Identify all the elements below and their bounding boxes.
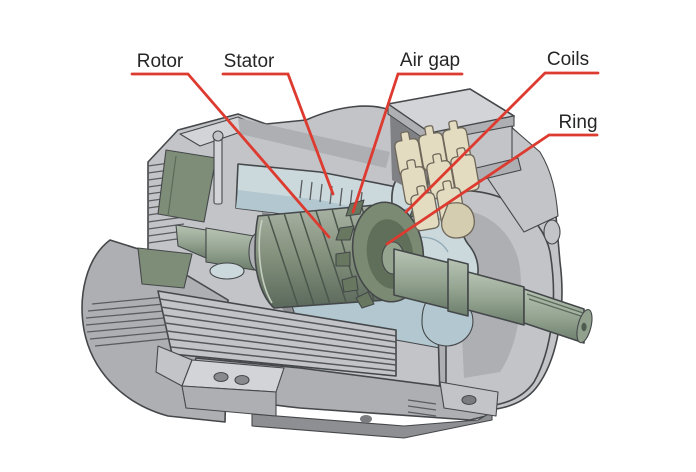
leader-lines bbox=[130, 71, 600, 246]
leader-line-ring bbox=[385, 133, 599, 246]
foot-bolt-hole-2 bbox=[234, 374, 250, 386]
label-coils: Coils bbox=[547, 49, 589, 70]
shaft-seg2 bbox=[467, 271, 525, 326]
keyway-flat bbox=[527, 294, 584, 317]
leader-line-rotor bbox=[130, 72, 331, 239]
bolt-lug-upper bbox=[543, 219, 561, 245]
mounting-base bbox=[155, 345, 499, 439]
internal-fan bbox=[157, 149, 217, 223]
label-ring: Ring bbox=[558, 112, 597, 133]
cooling-fins-front bbox=[159, 298, 397, 372]
cooling-fins-endbell-bottom bbox=[407, 399, 437, 417]
foot-bolt-hole-1 bbox=[213, 371, 229, 383]
shaft-collar bbox=[447, 258, 469, 317]
labels: Rotor Stator Air gap Coils Ring bbox=[137, 49, 598, 133]
shaft-center-hole bbox=[581, 322, 587, 332]
leader-line-stator bbox=[221, 72, 335, 196]
front-housing bbox=[157, 290, 397, 377]
internal-fan-line bbox=[167, 155, 177, 217]
base-bottom-flange bbox=[251, 411, 493, 439]
label-rotor: Rotor bbox=[137, 51, 184, 72]
leader-line-coils bbox=[404, 71, 600, 214]
shaft bbox=[393, 248, 593, 344]
stator-laminations bbox=[299, 179, 363, 211]
front-fin-block bbox=[157, 290, 397, 377]
rotor-rim-highlight bbox=[258, 219, 273, 304]
coil-lead-curl bbox=[440, 202, 475, 239]
leader-line-air-gap bbox=[351, 72, 464, 214]
capacitor-disc bbox=[209, 262, 245, 280]
tie-bolt bbox=[213, 137, 223, 205]
terminal-coil-blocks bbox=[391, 118, 481, 239]
foot-front bbox=[181, 385, 277, 417]
internal-fan-lower bbox=[137, 247, 193, 289]
cooling-fins-lower-left bbox=[85, 295, 176, 347]
bolt-hole-front bbox=[360, 415, 372, 423]
label-air-gap: Air gap bbox=[400, 50, 460, 71]
tie-bolt-head bbox=[212, 130, 224, 142]
bolt-hole-right bbox=[461, 394, 477, 406]
label-stator: Stator bbox=[224, 51, 275, 72]
keyway-lines bbox=[526, 293, 585, 318]
terminal-box bbox=[387, 88, 522, 239]
